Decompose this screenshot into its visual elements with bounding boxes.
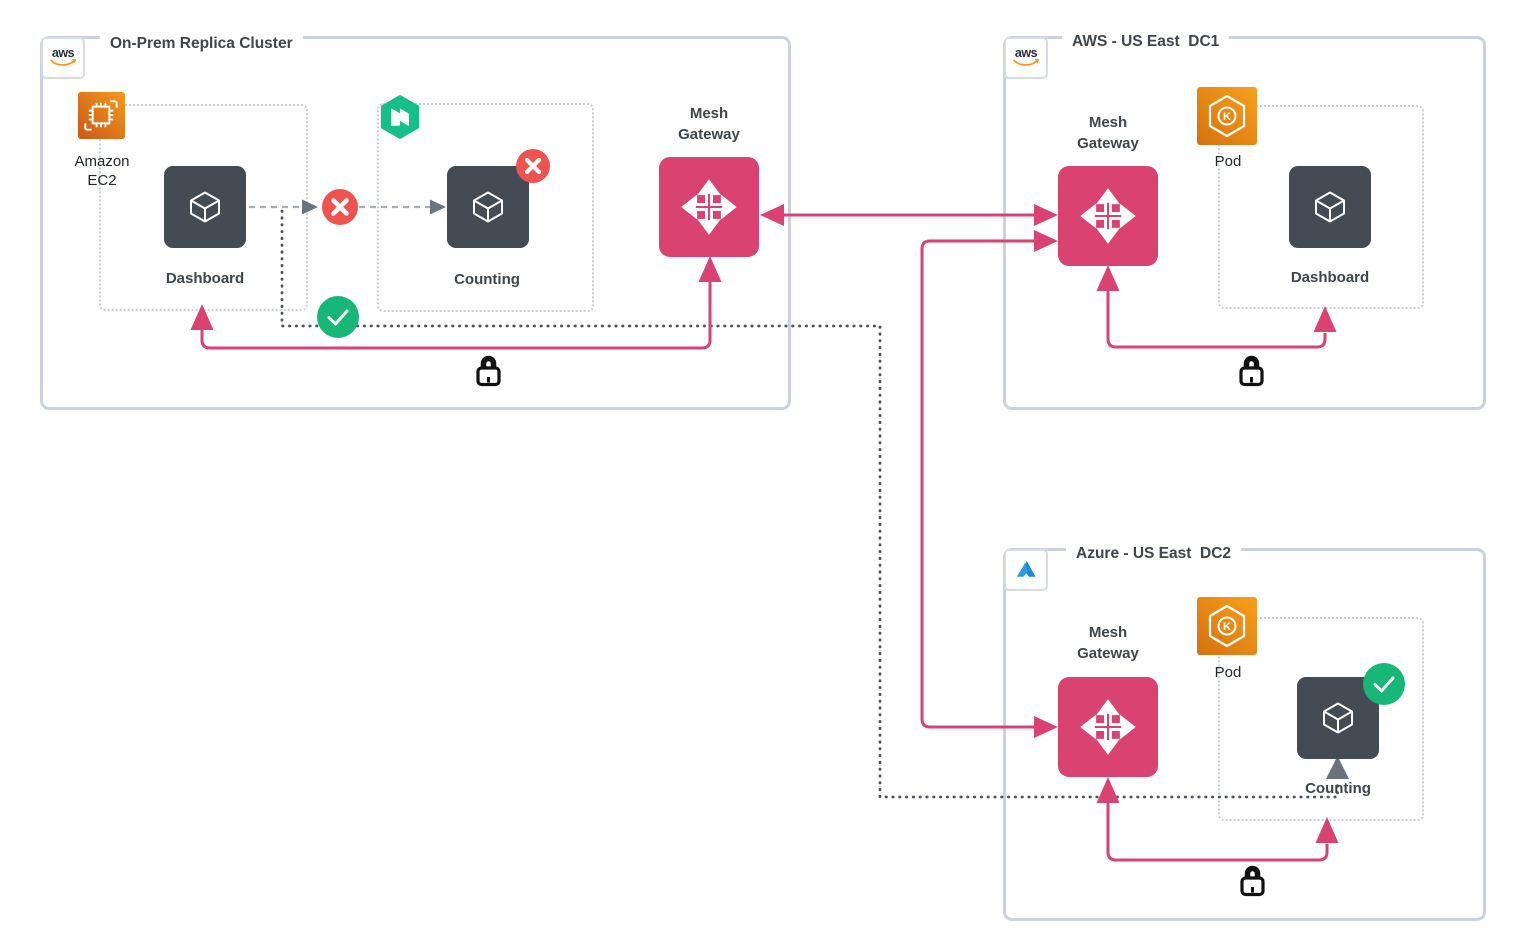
mesh-gateway-onprem xyxy=(659,157,759,257)
mesh-gateway-icon xyxy=(1080,699,1136,755)
pod-label: Pod xyxy=(1214,153,1242,170)
eks-pod-icon: K xyxy=(1197,87,1257,150)
aws-smile-icon xyxy=(1013,59,1039,66)
mesh-gateway-icon xyxy=(1080,188,1136,244)
dashed-failed-request xyxy=(249,199,446,215)
counting-group-onprem xyxy=(377,103,594,312)
error-x-badge-icon xyxy=(516,149,550,183)
lock-icon xyxy=(1239,354,1264,392)
dashboard-label: Dashboard xyxy=(165,270,245,287)
dashboard-label: Dashboard xyxy=(1290,269,1370,286)
pink-link-onprem-aws xyxy=(760,204,1058,226)
azure-logo-badge xyxy=(1004,549,1048,591)
service-box-dashboard-onprem xyxy=(164,166,246,248)
healthy-check-badge-icon xyxy=(1363,663,1405,705)
azure-logo-icon xyxy=(1016,561,1036,577)
mesh-gateway-aws xyxy=(1058,166,1158,266)
amazon-ec2-icon xyxy=(78,92,125,144)
aws-smile-icon xyxy=(50,59,76,66)
cluster-azure-dc2 xyxy=(1003,548,1486,921)
aws-logo-badge: aws xyxy=(1004,37,1048,79)
aws-logo-text: aws xyxy=(51,46,75,60)
mesh-gateway-azure xyxy=(1058,677,1158,777)
eks-letter: K xyxy=(1223,621,1231,633)
cube-icon xyxy=(190,191,220,223)
cube-icon xyxy=(473,191,503,223)
cluster-title-azure-dc2: Azure - US East DC2 xyxy=(1066,544,1242,564)
failover-arrowhead xyxy=(1326,756,1349,779)
pod-group-azure xyxy=(1218,617,1424,821)
cluster-onprem xyxy=(40,36,791,410)
cluster-title-onprem: On-Prem Replica Cluster xyxy=(100,34,303,54)
eks-letter: K xyxy=(1223,111,1231,123)
cube-icon xyxy=(1315,191,1345,223)
dotted-failover-path xyxy=(280,209,1349,799)
cube-icon xyxy=(1323,702,1353,734)
cluster-title-aws-dc1: AWS - US East DC1 xyxy=(1062,32,1230,52)
mesh-gateway-icon xyxy=(681,179,737,235)
pink-path-azure-internal xyxy=(1096,777,1339,862)
healthy-check-icon xyxy=(317,296,359,338)
service-box-dashboard-aws xyxy=(1289,166,1371,248)
service-box-counting-onprem xyxy=(447,166,529,248)
error-x-icon xyxy=(322,189,358,225)
amazon-ec2-label: Amazon EC2 xyxy=(74,153,130,189)
pink-path-onprem-internal xyxy=(190,256,722,350)
counting-label: Counting xyxy=(1305,780,1371,797)
mesh-gateway-label: Mesh Gateway xyxy=(678,105,740,143)
counting-label: Counting xyxy=(454,271,520,288)
lock-icon xyxy=(476,354,501,392)
aws-logo-badge: aws xyxy=(41,37,85,79)
aws-logo-text: aws xyxy=(1014,46,1038,60)
eks-pod-icon: K xyxy=(1197,597,1257,660)
cluster-aws-dc1 xyxy=(1003,36,1486,410)
pod-group-aws xyxy=(1218,105,1424,309)
mesh-gateway-label: Mesh Gateway xyxy=(1077,624,1139,662)
nomad-icon xyxy=(377,94,423,145)
pink-path-aws-internal xyxy=(1096,265,1337,349)
mesh-gateway-label: Mesh Gateway xyxy=(1077,114,1139,152)
pink-link-aws-azure xyxy=(920,230,1058,738)
lock-icon xyxy=(1240,864,1265,902)
pod-label: Pod xyxy=(1214,664,1242,681)
